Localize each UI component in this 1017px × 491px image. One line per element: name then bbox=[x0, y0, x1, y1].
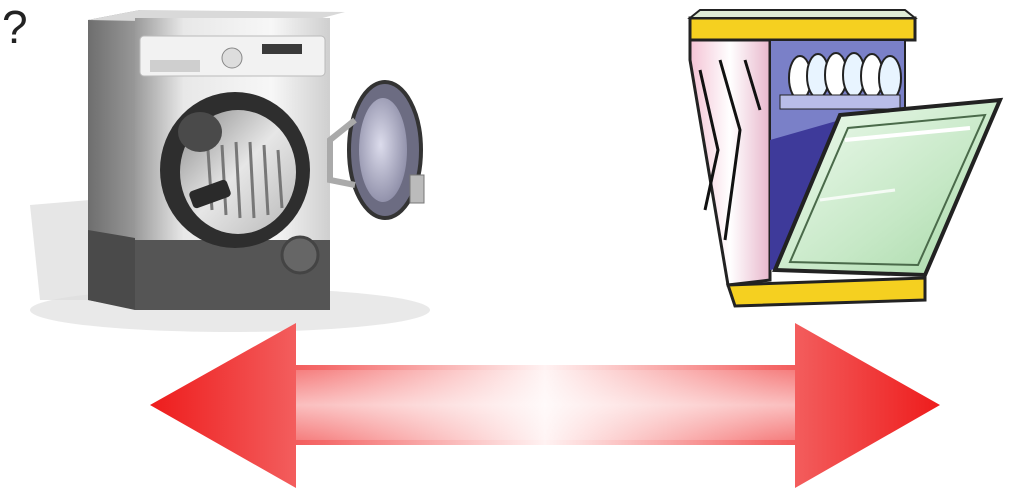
dishwasher-image bbox=[690, 10, 1000, 306]
washing-machine-image bbox=[30, 10, 430, 332]
double-headed-arrow bbox=[150, 323, 940, 488]
